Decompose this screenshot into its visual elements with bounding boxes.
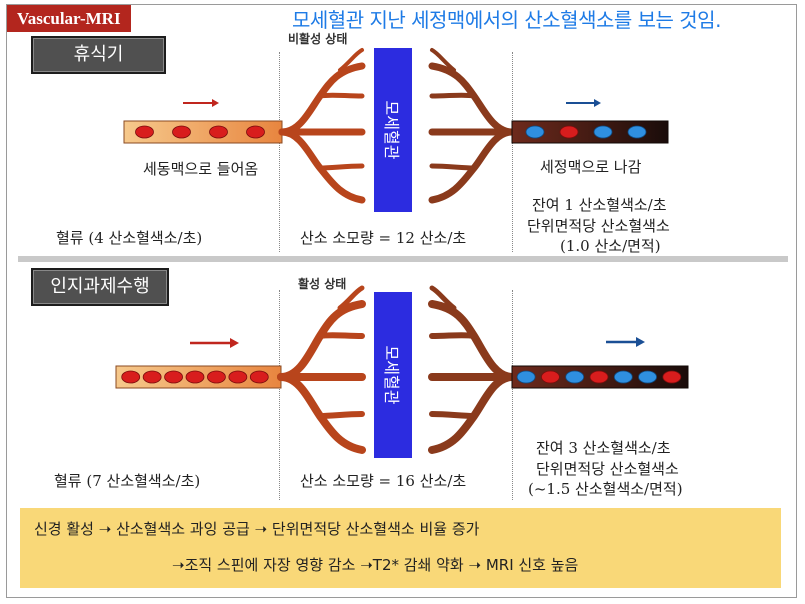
divider-left — [279, 52, 280, 252]
summary-line-1: 신경 활성 ➝ 산소혈색소 과잉 공급 ➝ 단위면적당 산소혈색소 비율 증가 — [34, 520, 480, 538]
deoxyhemoglobin-cell — [627, 125, 647, 139]
active-state-label: 활성 상태 — [298, 277, 347, 291]
capillary-label: 모세혈관 — [382, 345, 401, 405]
per-area-label: 단위면적당 산소혈색소 — [527, 217, 670, 235]
diagram-heading: 모세혈관 지난 세정맥에서의 산소혈색소를 보는 것임. — [292, 8, 721, 32]
oxyhemoglobin-cell — [559, 125, 579, 139]
branches-left-2 — [277, 285, 366, 454]
rest-state-box: 휴식기 — [31, 36, 166, 74]
out-cells-1 — [525, 125, 647, 139]
arrow-right-icon — [190, 338, 239, 348]
deoxyhemoglobin-cell — [613, 370, 633, 384]
inactive-state-label: 비활성 상태 — [288, 32, 348, 46]
arrow-right-icon — [566, 99, 601, 107]
oxyhemoglobin-cell — [142, 370, 162, 384]
oxyhemoglobin-cell — [185, 370, 205, 384]
arteriole-in-label: 세동맥으로 들어옴 — [143, 160, 259, 178]
oxyhemoglobin-cell — [228, 370, 248, 384]
oxyhemoglobin-cell — [172, 125, 191, 139]
in-cells-2 — [121, 370, 269, 384]
out-cells-2 — [516, 370, 682, 384]
blood-flow-label: 혈류 (4 산소혈색소/초) — [56, 229, 203, 247]
arrow-right-icon — [183, 99, 219, 107]
capillary-bar: 모세혈관 — [374, 48, 412, 212]
oxyhemoglobin-cell — [121, 370, 141, 384]
panel-separator — [18, 256, 788, 262]
divider-left — [279, 290, 280, 500]
divider-right — [512, 290, 513, 500]
blood-flow-label: 혈류 (7 산소혈색소/초) — [54, 472, 201, 490]
capillary-label: 모세혈관 — [382, 100, 401, 160]
oxyhemoglobin-cell — [209, 125, 228, 139]
per-area-value: (~1.5 산소혈색소/면적) — [528, 480, 683, 498]
deoxyhemoglobin-cell — [516, 370, 536, 384]
in-cells-1 — [135, 125, 265, 139]
oxygen-consumption-label: 산소 소모량 = 16 산소/초 — [300, 472, 467, 490]
deoxyhemoglobin-cell — [593, 125, 613, 139]
residual-oxyhb-label: 잔여 3 산소혈색소/초 — [536, 439, 671, 457]
per-area-value: (1.0 산소/면적) — [560, 237, 661, 255]
oxyhemoglobin-cell — [662, 370, 682, 384]
per-area-label: 단위면적당 산소혈색소 — [536, 460, 679, 478]
summary-line-2: ➝조직 스핀에 자장 영향 감소 ➝T2* 감쇄 약화 ➝ MRI 신호 높음 — [172, 556, 579, 574]
residual-oxyhb-label: 잔여 1 산소혈색소/초 — [532, 196, 667, 214]
task-state-box: 인지과제수행 — [31, 268, 169, 306]
summary-note: 신경 활성 ➝ 산소혈색소 과잉 공급 ➝ 단위면적당 산소혈색소 비율 증가 … — [20, 508, 781, 588]
divider-right — [512, 52, 513, 252]
deoxyhemoglobin-cell — [565, 370, 585, 384]
vascular-mri-tag: Vascular-MRI — [7, 5, 131, 32]
oxyhemoglobin-cell — [541, 370, 560, 384]
arrow-right-icon — [606, 337, 645, 347]
oxyhemoglobin-cell — [164, 370, 183, 384]
oxyhemoglobin-cell — [135, 125, 154, 139]
branches-right-2 — [428, 285, 516, 454]
oxyhemoglobin-cell — [207, 370, 226, 384]
branches-left-1 — [278, 48, 366, 204]
capillary-bar: 모세혈관 — [374, 292, 412, 458]
deoxyhemoglobin-cell — [638, 370, 657, 384]
venule — [511, 120, 669, 144]
deoxyhemoglobin-cell — [525, 125, 545, 139]
oxygen-consumption-label: 산소 소모량 = 12 산소/초 — [300, 229, 467, 247]
oxyhemoglobin-cell — [249, 370, 269, 384]
oxyhemoglobin-cell — [246, 125, 265, 139]
venule-out-label: 세정맥으로 나감 — [540, 158, 642, 176]
branches-right-1 — [428, 48, 516, 204]
oxyhemoglobin-cell — [589, 370, 609, 384]
